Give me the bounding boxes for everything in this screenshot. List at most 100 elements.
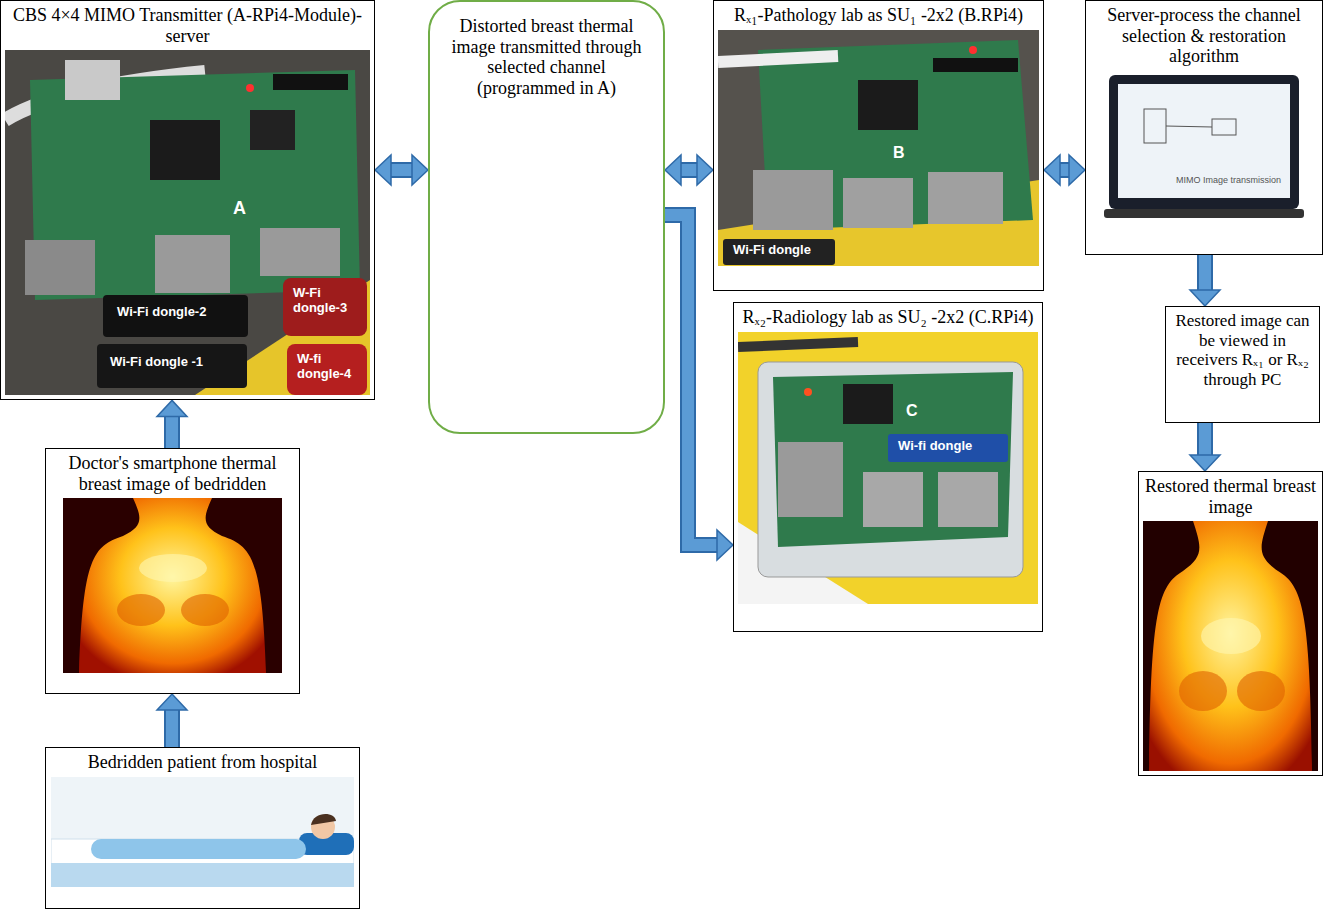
photo-label: C bbox=[906, 402, 918, 420]
picture-frame: CWi-fi dongle bbox=[738, 332, 1038, 604]
art-shape bbox=[139, 554, 207, 582]
transmitter-box: CBS 4×4 MIMO Transmitter (A-RPi4-Module)… bbox=[0, 0, 375, 400]
arrow-outline bbox=[665, 215, 720, 545]
art-shape bbox=[117, 594, 165, 626]
restored-thermal-image bbox=[1143, 521, 1318, 771]
block-arrow bbox=[1190, 423, 1220, 471]
art-shape bbox=[311, 814, 336, 825]
art-shape bbox=[250, 110, 295, 150]
node-text: Restored image can be viewed in receiver… bbox=[1170, 311, 1315, 389]
art-shape bbox=[1166, 126, 1212, 127]
arrow-head bbox=[1190, 290, 1220, 306]
block-arrow bbox=[375, 155, 428, 185]
arrow-head bbox=[1190, 455, 1220, 471]
arrow-head bbox=[665, 155, 681, 185]
arrow-head bbox=[1069, 155, 1085, 185]
photo-label: MIMO Image transmission bbox=[1176, 175, 1281, 185]
picture-frame bbox=[63, 498, 282, 673]
art-shape bbox=[97, 344, 247, 388]
receiver-box: Rₓ₂-Radiology lab as SU₂ -2x2 (C.RPi4) C… bbox=[733, 302, 1043, 632]
block-arrow bbox=[665, 155, 713, 185]
server-box: Server-process the channel selection & r… bbox=[1085, 0, 1323, 255]
art-shape bbox=[1109, 75, 1299, 209]
arrow-shaft bbox=[166, 413, 178, 448]
radiology-photo bbox=[738, 332, 1038, 604]
arrow-head bbox=[1044, 155, 1060, 185]
art-shape bbox=[1179, 671, 1227, 711]
art-shape bbox=[1104, 209, 1304, 218]
art-shape bbox=[888, 434, 1008, 462]
photo-label: Wi-Fi dongle -1 bbox=[110, 355, 203, 370]
photo-label: Wi-Fi dongle-2 bbox=[117, 305, 206, 320]
arrow-shaft bbox=[388, 164, 415, 176]
image-box: Doctor's smartphone thermal breast image… bbox=[45, 448, 300, 694]
art-shape bbox=[1237, 671, 1285, 711]
block-arrow bbox=[157, 694, 187, 747]
arrow-head bbox=[375, 155, 391, 185]
art-shape bbox=[63, 498, 282, 673]
smartphone-thermal-image bbox=[63, 498, 282, 673]
art-shape bbox=[938, 472, 998, 527]
art-shape bbox=[718, 30, 1039, 266]
art-shape bbox=[181, 594, 229, 626]
art-shape bbox=[103, 295, 248, 337]
patient-picture bbox=[51, 777, 354, 887]
art-shape bbox=[758, 362, 1023, 577]
art-shape bbox=[91, 839, 306, 859]
art-shape bbox=[155, 235, 230, 293]
arrow-outline bbox=[164, 413, 180, 448]
transmitter-photo bbox=[5, 50, 370, 395]
art-shape bbox=[969, 46, 977, 54]
picture-frame: AWi-Fi dongle-2W-Fi dongle-3Wi-Fi dongle… bbox=[5, 50, 370, 395]
art-shape bbox=[1144, 109, 1166, 143]
picture-frame bbox=[1143, 521, 1318, 771]
photo-label: W-fi dongle-4 bbox=[297, 352, 363, 382]
art-shape bbox=[150, 120, 220, 180]
art-shape bbox=[773, 372, 1013, 547]
art-shape bbox=[718, 56, 838, 62]
art-shape bbox=[738, 342, 858, 347]
arrow-head bbox=[717, 530, 733, 560]
art-shape bbox=[843, 178, 913, 228]
art-shape bbox=[843, 384, 893, 424]
art-shape bbox=[1143, 521, 1318, 771]
arrow-head bbox=[697, 155, 713, 185]
art-shape bbox=[51, 777, 354, 887]
art-shape bbox=[283, 278, 367, 336]
arrow-head bbox=[157, 694, 187, 710]
picture-frame: MIMO Image transmission bbox=[1104, 71, 1304, 221]
art-shape bbox=[863, 472, 923, 527]
patient-box: Bedridden patient from hospital bbox=[45, 747, 360, 909]
arrow-shaft bbox=[1199, 423, 1211, 458]
art-shape bbox=[723, 239, 835, 265]
receiver-box: Rₓ₁-Pathology lab as SU₁ -2x2 (B.RPi4) B… bbox=[713, 0, 1044, 291]
channel-box: Distorted breast thermal image transmitt… bbox=[428, 0, 665, 434]
art-shape bbox=[260, 228, 340, 276]
arrow-head bbox=[412, 155, 428, 185]
art-shape bbox=[5, 50, 370, 395]
art-shape bbox=[1149, 521, 1312, 771]
art-shape bbox=[25, 240, 95, 295]
image-box: Restored thermal breast image bbox=[1138, 471, 1323, 776]
art-shape bbox=[1118, 84, 1290, 198]
node-text: CBS 4×4 MIMO Transmitter (A-RPi4-Module)… bbox=[5, 5, 370, 46]
arrow-shaft bbox=[166, 707, 178, 747]
art-shape bbox=[928, 172, 1003, 224]
block-arrow bbox=[157, 400, 187, 448]
node-text: Doctor's smartphone thermal breast image… bbox=[50, 453, 295, 494]
art-shape bbox=[79, 498, 266, 673]
laptop-screen bbox=[1104, 71, 1304, 221]
picture-frame: BWi-Fi dongle bbox=[718, 30, 1039, 266]
arrow-outline bbox=[388, 162, 415, 178]
art-shape bbox=[753, 170, 833, 230]
arrow-outline bbox=[164, 707, 180, 747]
process-box: Restored image can be viewed in receiver… bbox=[1165, 306, 1320, 423]
node-text: Distorted breast thermal image transmitt… bbox=[446, 16, 647, 99]
art-shape bbox=[273, 74, 348, 90]
arrow-shaft bbox=[1199, 255, 1211, 293]
art-shape bbox=[804, 388, 812, 396]
art-shape bbox=[933, 58, 1018, 72]
photo-label: A bbox=[233, 198, 246, 219]
pathology-photo bbox=[718, 30, 1039, 266]
node-text: Bedridden patient from hospital bbox=[50, 752, 355, 773]
